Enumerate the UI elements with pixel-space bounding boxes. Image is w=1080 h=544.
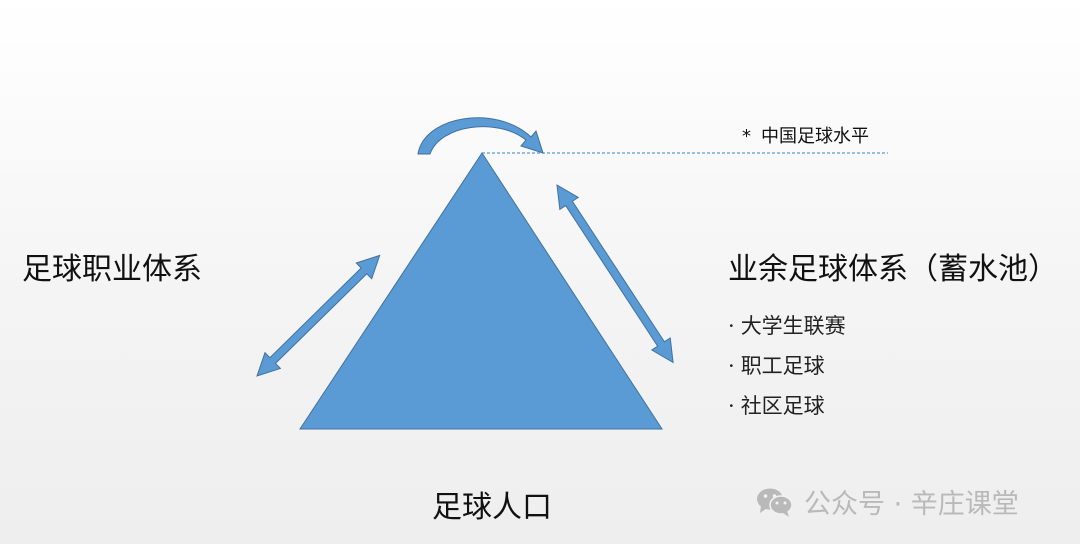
amateur-system-label: 业余足球体系（蓄水池） xyxy=(728,252,1058,287)
asterisk-mark: * xyxy=(742,126,751,147)
amateur-items-list: ·大学生联赛 ·职工足球 ·社区足球 xyxy=(728,306,846,426)
list-item-text: 职工足球 xyxy=(740,354,825,378)
professional-system-label: 足球职业体系 xyxy=(22,252,202,287)
pyramid-triangle xyxy=(299,152,663,430)
left-double-arrow xyxy=(256,254,381,377)
list-item: ·大学生联赛 xyxy=(728,306,846,346)
right-double-arrow xyxy=(556,184,674,364)
football-population-label: 足球人口 xyxy=(432,490,552,525)
bullet: · xyxy=(728,394,735,418)
watermark: 公众号 · 辛庄课堂 xyxy=(756,482,1019,521)
china-football-level-label: * 中国足球水平 xyxy=(742,122,869,148)
curved-arrow xyxy=(417,117,544,155)
bullet: · xyxy=(728,354,735,378)
list-item: ·职工足球 xyxy=(728,346,846,386)
watermark-text: 公众号 · 辛庄课堂 xyxy=(804,489,1019,520)
list-item-text: 社区足球 xyxy=(740,394,825,418)
list-item: ·社区足球 xyxy=(728,386,846,426)
list-item-text: 大学生联赛 xyxy=(740,314,846,338)
bullet: · xyxy=(728,314,735,338)
level-text: 中国足球水平 xyxy=(761,126,869,147)
wechat-icon xyxy=(757,488,793,517)
